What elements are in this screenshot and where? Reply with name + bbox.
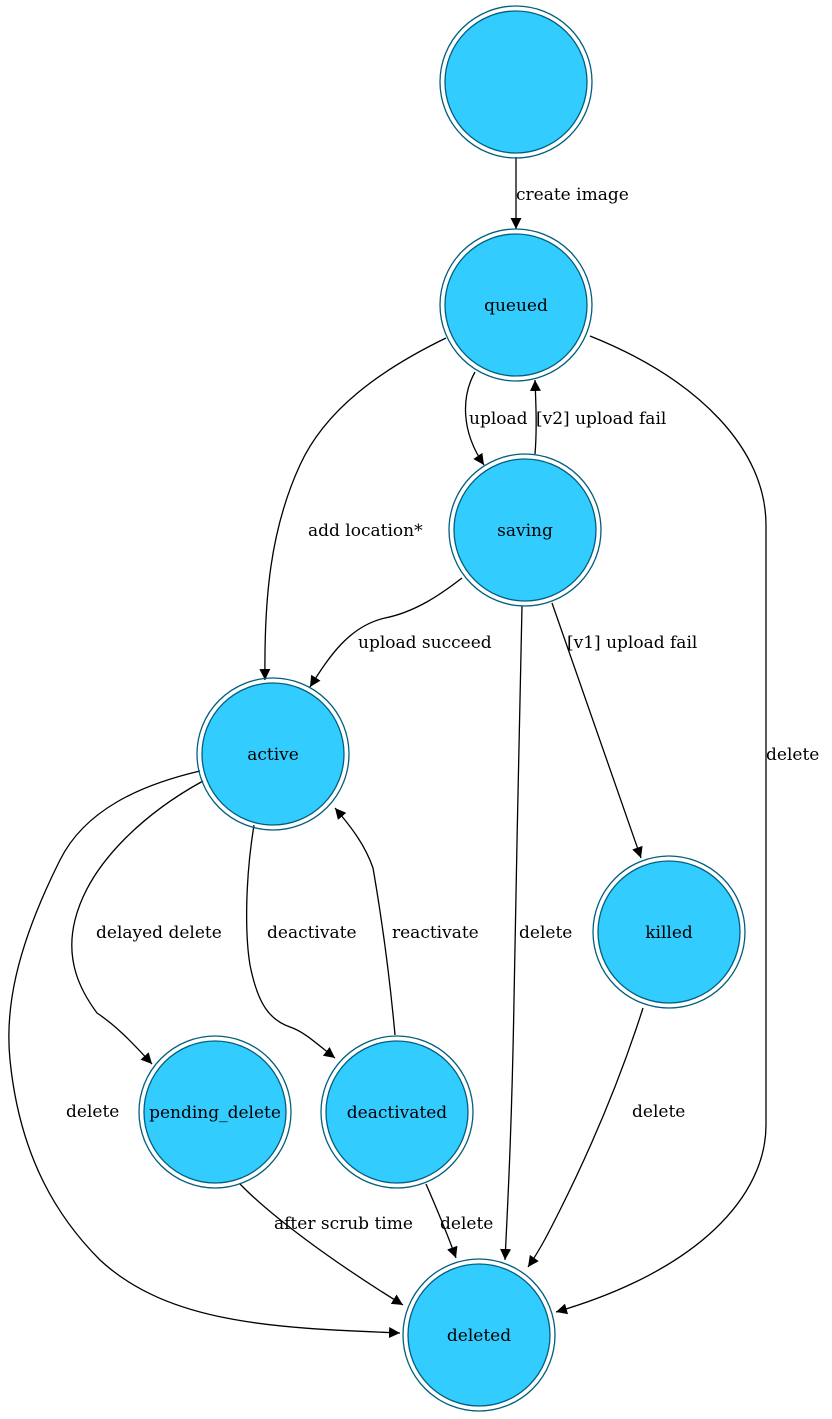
node-start (439, 5, 593, 159)
edge-killed-delete (527, 1007, 644, 1268)
edge-labels: create image upload [v2] upload fail add… (66, 185, 819, 1234)
edge-after-scrub-time (239, 1183, 404, 1306)
edge-reactivate (334, 807, 396, 1036)
label-upload: upload (469, 409, 528, 429)
node-deleted-label: deleted (447, 1326, 511, 1346)
edge-v1-upload-fail (551, 602, 643, 859)
label-upload-succeed: upload succeed (358, 633, 492, 653)
label-v1-upload-fail: [v1] upload fail (567, 633, 697, 653)
node-killed: killed (592, 855, 746, 1009)
node-deleted: deleted (402, 1258, 556, 1412)
node-queued: queued (439, 228, 593, 382)
edge-queued-delete (555, 335, 767, 1315)
label-v2-upload-fail: [v2] upload fail (536, 409, 666, 429)
label-add-location: add location* (308, 521, 423, 541)
label-delayed-delete: delayed delete (96, 923, 222, 943)
label-killed-delete: delete (632, 1102, 685, 1122)
edge-saving-delete (500, 605, 523, 1261)
node-pending-delete: pending_delete (138, 1035, 292, 1189)
node-saving: saving (448, 453, 602, 607)
label-active-delete: delete (66, 1102, 119, 1122)
node-deactivated: deactivated (320, 1035, 474, 1189)
edge-add-location (259, 337, 447, 681)
label-after-scrub-time: after scrub time (274, 1214, 413, 1234)
edge-delayed-delete (71, 780, 204, 1065)
edges (8, 157, 767, 1339)
label-create-image: create image (516, 185, 629, 205)
node-active: active (196, 677, 350, 831)
label-deactivated-delete: delete (440, 1214, 493, 1234)
edge-v2-upload-fail (529, 379, 541, 455)
edge-deactivate (245, 824, 336, 1059)
label-deactivate: deactivate (267, 923, 357, 943)
edge-upload-succeed (309, 577, 463, 688)
node-killed-label: killed (645, 923, 693, 943)
label-saving-delete: delete (519, 923, 572, 943)
node-pending-delete-label: pending_delete (149, 1103, 281, 1123)
edge-upload (464, 371, 485, 466)
edge-active-delete (8, 770, 401, 1339)
node-active-label: active (247, 745, 299, 765)
label-reactivate: reactivate (392, 923, 479, 943)
node-queued-label: queued (484, 296, 548, 316)
node-deactivated-label: deactivated (347, 1103, 447, 1123)
nodes: queued saving active killed pending_dele… (138, 5, 746, 1412)
node-saving-label: saving (497, 521, 553, 541)
label-queued-delete: delete (766, 745, 819, 765)
edge-deactivated-delete (425, 1183, 458, 1259)
